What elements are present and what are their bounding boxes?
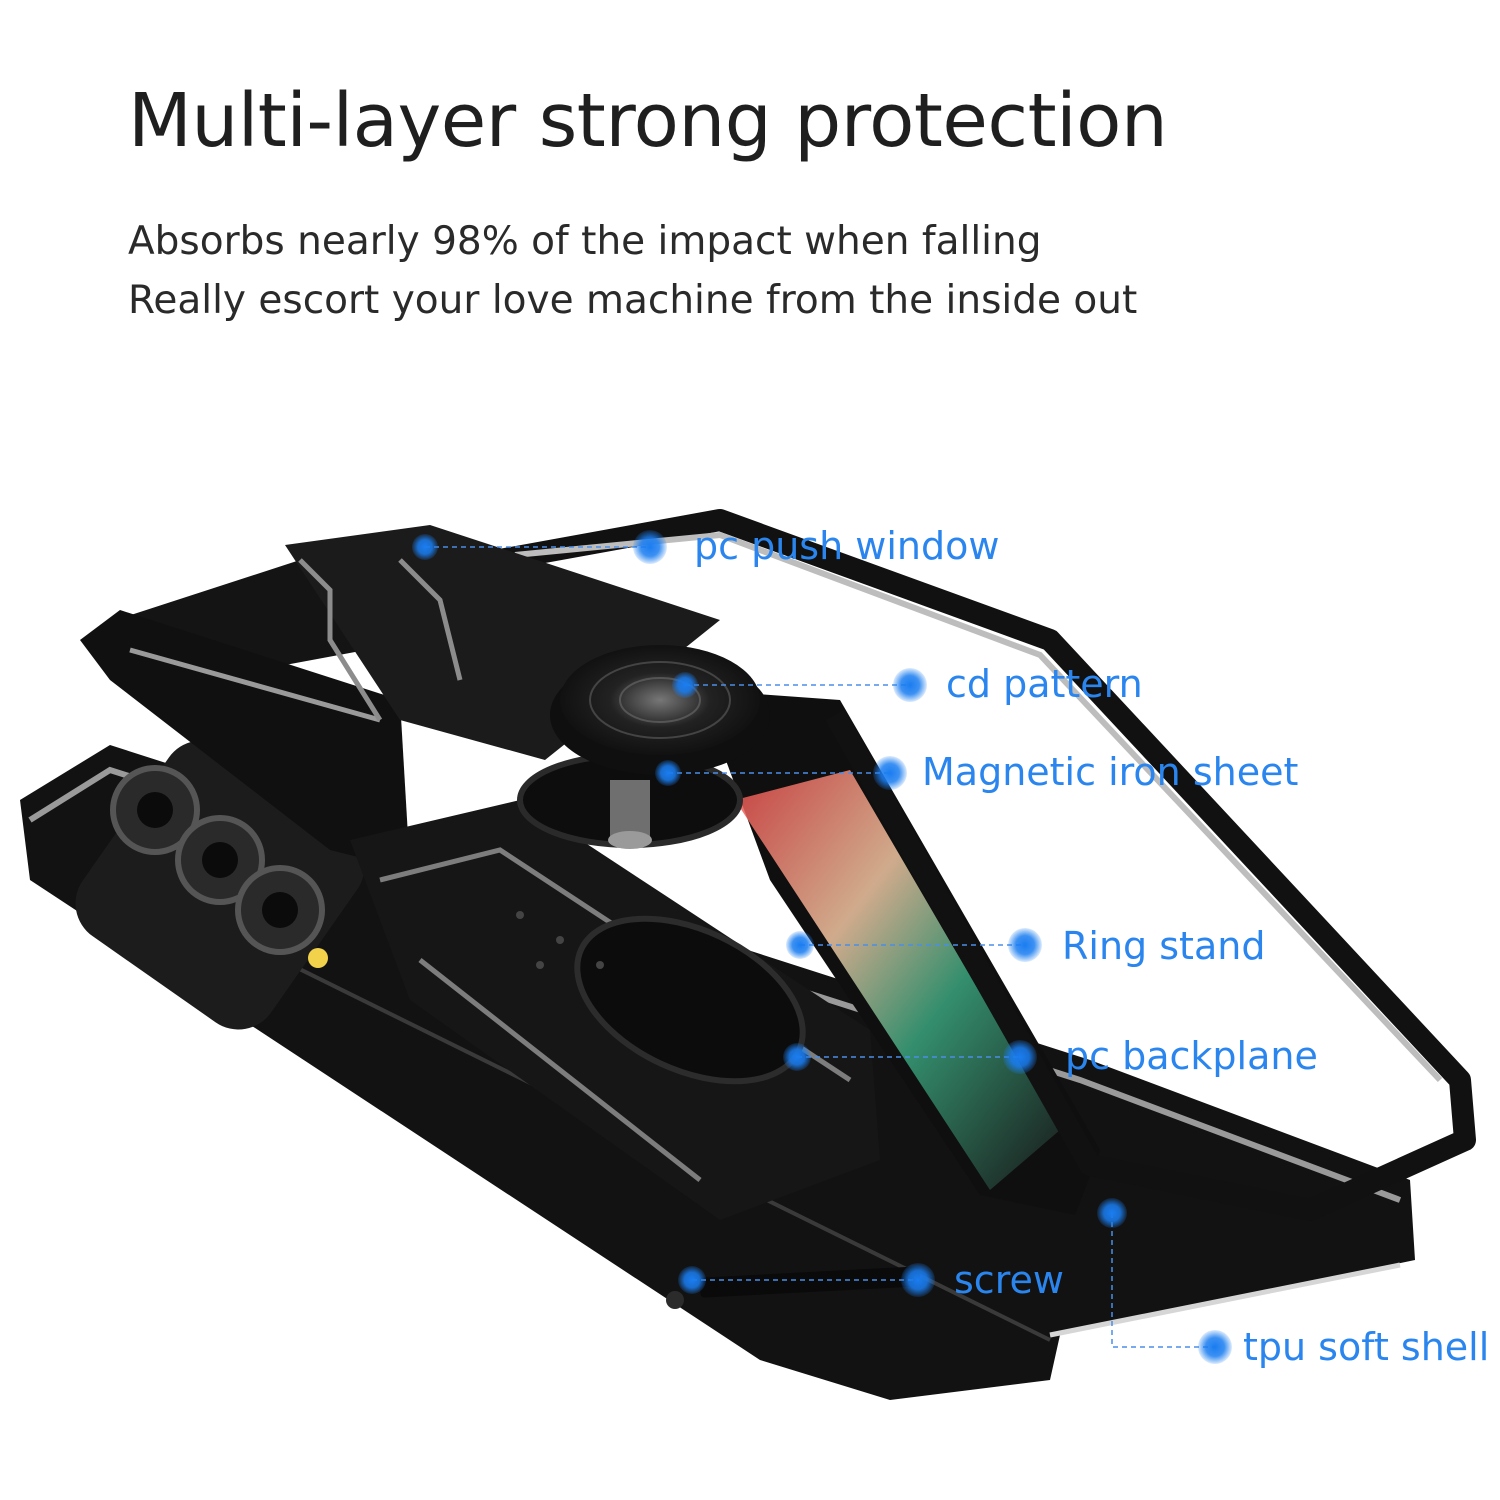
screw-details <box>666 1266 921 1309</box>
page-title: Multi-layer strong protection <box>128 78 1168 164</box>
callout-dots <box>412 530 1232 1364</box>
callout-tpu-soft-shell: tpu soft shell <box>1243 1325 1490 1369</box>
callout-pc-push-window: pc push window <box>694 524 1000 568</box>
callout-magnetic-iron-sheet: Magnetic iron sheet <box>922 750 1299 794</box>
callout-ring-stand: Ring stand <box>1062 924 1266 968</box>
callout-cd-pattern: cd pattern <box>946 662 1143 706</box>
callout-lines <box>425 546 1215 1348</box>
subtitle-line-2: Really escort your love machine from the… <box>128 278 1138 323</box>
subtitle-line-1: Absorbs nearly 98% of the impact when fa… <box>128 219 1042 264</box>
magnetic-iron-sheet-shape <box>517 752 743 849</box>
callout-pc-backplane: pc backplane <box>1065 1034 1318 1078</box>
subtitle: Absorbs nearly 98% of the impact when fa… <box>128 212 1137 330</box>
pc-backplane-shape <box>700 690 1100 1215</box>
callout-screw: screw <box>954 1258 1064 1302</box>
left-frame-piece <box>80 610 410 870</box>
